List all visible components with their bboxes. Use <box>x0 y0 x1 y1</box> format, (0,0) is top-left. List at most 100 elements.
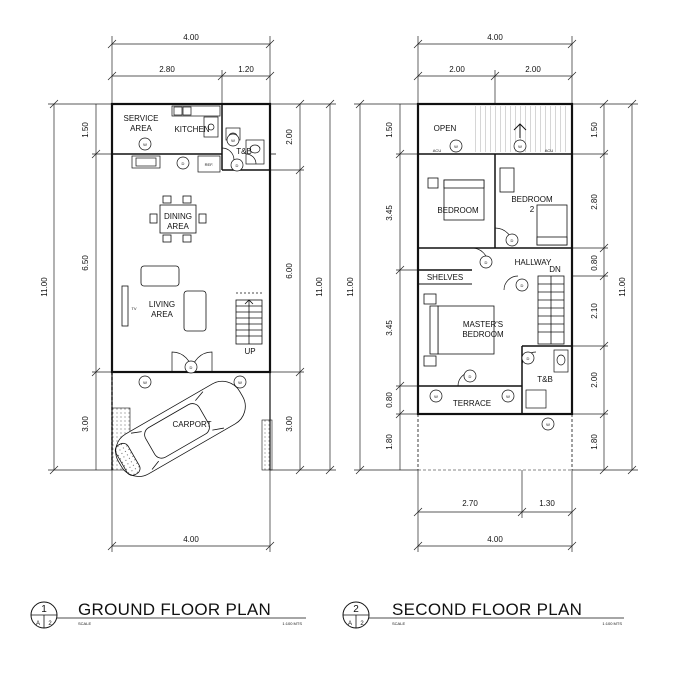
window-mark-text: W <box>506 394 510 399</box>
sf-shelves-label: SHELVES <box>427 273 463 282</box>
gf-tb-label: T&B <box>236 147 252 156</box>
sf-bottom-dimensions <box>413 470 577 552</box>
gf-kitchen-fixtures <box>171 105 221 138</box>
gf-window-marker: W <box>226 133 240 147</box>
gf-plan-number: 1 <box>41 604 47 615</box>
sf-dim-left-e: 1.80 <box>385 434 394 450</box>
gf-living-label-2: AREA <box>151 310 173 319</box>
sf-stairs-dn-label: DN <box>549 265 561 274</box>
gf-window-marker: W <box>233 375 247 389</box>
gf-door-marker: D <box>184 360 198 374</box>
gf-window-marker: W <box>138 137 152 151</box>
window-mark-text: W <box>518 144 522 149</box>
sf-dim-right-overall: 11.00 <box>618 277 627 297</box>
door-mark-text: D <box>511 238 514 243</box>
ground-floor-plan: 4.00 2.80 1.20 4.00 1.50 6.50 3.00 <box>40 33 336 552</box>
gf-stairs <box>235 292 263 345</box>
sf-dim-right-c: 0.80 <box>590 255 599 271</box>
up-arrow-icon <box>513 123 527 138</box>
window-mark-text: W <box>546 422 550 427</box>
sf-dim-top-right: 2.00 <box>525 65 541 74</box>
window-mark-text: W <box>434 394 438 399</box>
gf-service-label-1: SERVICE <box>124 114 159 123</box>
gf-dining-label-1: DINING <box>164 212 192 221</box>
sf-dim-top-left: 2.00 <box>449 65 465 74</box>
sf-master-bed <box>423 293 495 367</box>
gf-dim-left-b: 6.50 <box>81 255 90 271</box>
sf-dim-top-overall: 4.00 <box>487 33 503 42</box>
door-mark-text: D <box>485 260 488 265</box>
sf-dim-left-c: 3.45 <box>385 320 394 336</box>
sf-bed-1 <box>427 177 485 221</box>
sf-sheet-letter: A <box>348 621 352 627</box>
gf-right-dimensions <box>270 99 336 475</box>
gf-left-dimensions <box>48 99 112 475</box>
gf-kitchen-label: KITCHEN <box>174 125 209 134</box>
sf-dim-left-b: 3.45 <box>385 205 394 221</box>
gf-dim-bottom: 4.00 <box>183 535 199 544</box>
sf-dim-right-d: 2.10 <box>590 303 599 319</box>
sf-window-marker: W <box>429 389 443 403</box>
gf-sheet-letter: A <box>36 621 40 627</box>
gf-sheet-number: 2 <box>48 621 52 627</box>
sf-title-block: 2 A 2 SECOND FLOOR PLAN SCALE 1:100 MTS <box>342 600 624 629</box>
gf-dim-right-b: 6.00 <box>285 263 294 279</box>
door-mark-text: D <box>527 356 530 361</box>
gf-dim-right-c: 3.00 <box>285 416 294 432</box>
sf-door-marker: D <box>515 278 529 292</box>
gf-dim-right-overall: 11.00 <box>315 277 324 297</box>
sf-dim-left-a: 1.50 <box>385 122 394 138</box>
sf-dim-right-a: 1.50 <box>590 122 599 138</box>
gf-living-label-1: LIVING <box>149 300 175 309</box>
sf-tb-label: T&B <box>537 375 553 384</box>
sf-left-dimensions <box>354 99 418 475</box>
gf-dining-set <box>149 195 207 243</box>
sf-dim-left-d: 0.80 <box>385 392 394 408</box>
sf-right-dimensions <box>572 99 638 475</box>
gf-service-sink <box>131 155 161 169</box>
sf-acu-label-2: ACU <box>545 148 554 153</box>
gf-carport-label: CARPORT <box>173 420 212 429</box>
sf-acu-label-1: ACU <box>433 148 442 153</box>
gf-dim-top-right: 1.20 <box>238 65 254 74</box>
sf-plan-title: SECOND FLOOR PLAN <box>392 600 582 619</box>
sf-hallway-label: HALLWAY <box>515 258 552 267</box>
sf-walls <box>416 102 574 471</box>
window-mark-text: W <box>143 142 147 147</box>
gf-door-marker: D <box>176 156 190 170</box>
gf-stairs-up-label: UP <box>244 347 255 356</box>
sf-bed-2 <box>499 167 568 246</box>
sf-dim-right-b: 2.80 <box>590 194 599 210</box>
gf-dim-top-left: 2.80 <box>159 65 175 74</box>
sf-dim-left-overall: 11.00 <box>346 277 355 297</box>
door-mark-text: D <box>521 283 524 288</box>
sf-bedroom-label: BEDROOM <box>437 206 479 215</box>
gf-living-set <box>121 265 207 332</box>
sf-scale-label: SCALE <box>392 621 405 626</box>
gf-carport <box>111 380 273 477</box>
sf-plan-number: 2 <box>353 604 359 615</box>
sf-tb-fixtures <box>525 349 569 409</box>
gf-dining-label-2: AREA <box>167 222 189 231</box>
sf-dim-right-e: 2.00 <box>590 372 599 388</box>
sf-terrace-label: TERRACE <box>453 399 491 408</box>
sf-dim-bottom-overall: 4.00 <box>487 535 503 544</box>
sf-window-marker: W <box>501 389 515 403</box>
sf-door-marker: D <box>521 351 535 365</box>
gf-ref <box>197 155 221 173</box>
sf-bedroom2-label-1: BEDROOM <box>511 195 553 204</box>
sf-stairs <box>537 275 565 345</box>
window-mark-text: W <box>238 380 242 385</box>
gf-ref-label: REF. <box>205 162 214 167</box>
sf-scale-value: 1:100 MTS <box>602 621 622 626</box>
gf-tv-label: TV <box>131 306 136 311</box>
sf-dim-bottom-left: 2.70 <box>462 499 478 508</box>
sf-door-marker: D <box>463 369 477 383</box>
gf-plan-title: GROUND FLOOR PLAN <box>78 600 271 619</box>
gf-dim-left-c: 3.00 <box>81 416 90 432</box>
sf-master-label-1: MASTER'S <box>463 320 503 329</box>
sf-door-marker: D <box>505 233 519 247</box>
gf-dim-top-overall: 4.00 <box>183 33 199 42</box>
gf-dim-left-a: 1.50 <box>81 122 90 138</box>
